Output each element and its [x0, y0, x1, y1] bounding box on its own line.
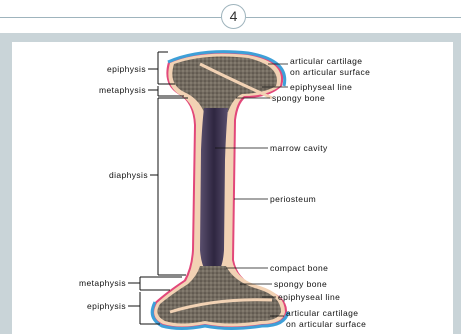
label-spongy-bone-bottom: spongy bone — [274, 279, 327, 289]
label-marrow-cavity: marrow cavity — [270, 143, 328, 153]
spongy-bone-top — [172, 56, 277, 112]
marrow-cavity-shape — [200, 108, 228, 272]
label-articular-cartilage-bottom-1: articular cartilage — [286, 308, 358, 318]
label-compact-bone: compact bone — [270, 263, 328, 273]
label-epiphyseal-line-bottom: epiphyseal line — [278, 292, 340, 302]
label-articular-cartilage-top-2: on articular surface — [290, 67, 370, 77]
label-articular-cartilage-top-1: articular cartilage — [290, 56, 362, 66]
label-articular-cartilage-bottom-2: on articular surface — [286, 319, 366, 329]
label-spongy-bone-top: spongy bone — [272, 93, 325, 103]
label-epiphysis-bottom: epiphysis — [87, 301, 126, 311]
label-epiphyseal-line-top: epiphyseal line — [290, 82, 352, 92]
label-periosteum: periosteum — [270, 194, 316, 204]
label-metaphysis-bottom: metaphysis — [79, 278, 126, 288]
label-metaphysis-top: metaphysis — [99, 85, 146, 95]
label-epiphysis-top: epiphysis — [107, 64, 146, 74]
label-diaphysis: diaphysis — [109, 170, 148, 180]
